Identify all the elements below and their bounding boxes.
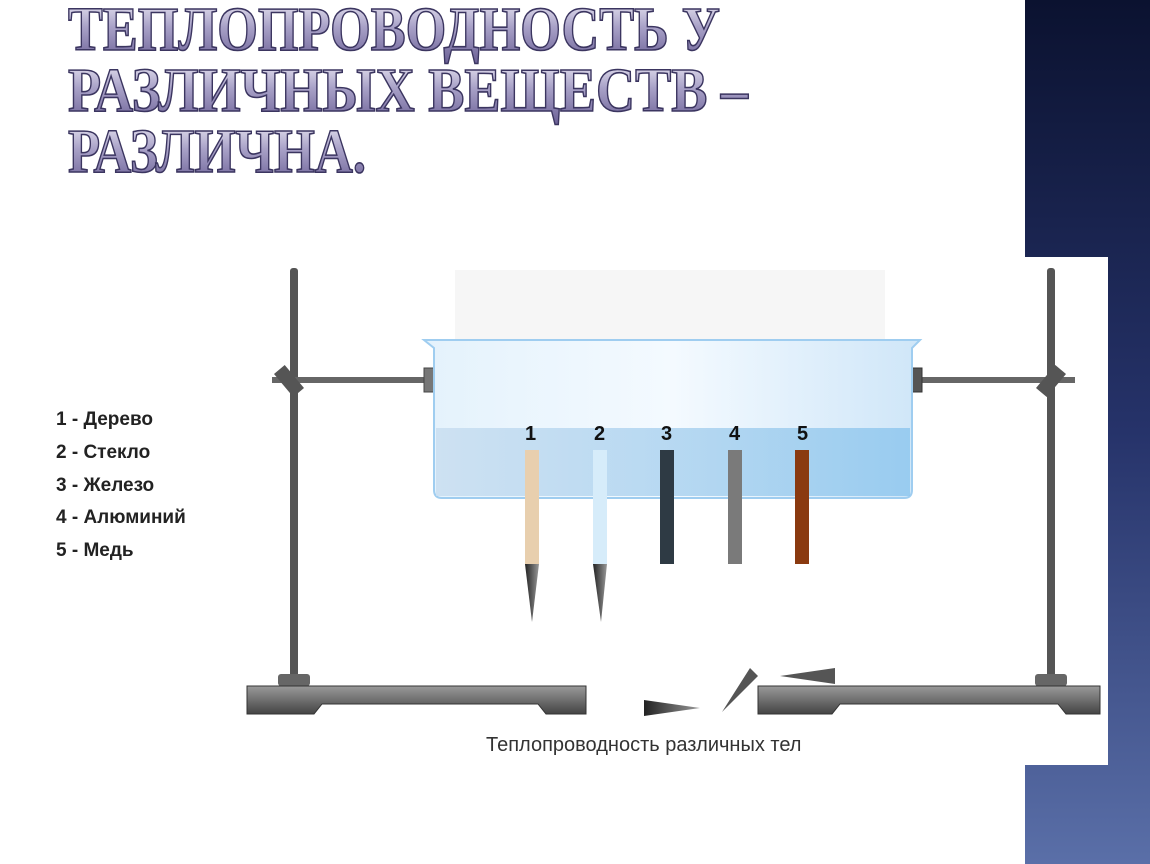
rods: 1 2 3 4 5	[525, 423, 809, 622]
legend-item: 3 - Железо	[56, 475, 154, 496]
title-line-2: РАЗЛИЧНЫХ ВЕЩЕСТВ –	[68, 57, 749, 125]
rod-label: 4	[729, 423, 741, 445]
rod-label: 5	[797, 423, 808, 445]
rod-label: 1	[525, 423, 536, 445]
pin	[525, 564, 539, 622]
rod-label: 2	[594, 423, 605, 445]
legend-item: 4 - Алюминий	[56, 507, 186, 528]
steam	[455, 270, 885, 340]
legend-item: 5 - Медь	[56, 540, 134, 561]
pin	[593, 564, 607, 622]
rod-2-glass: 2	[593, 423, 607, 622]
rod-1-wood: 1	[525, 423, 539, 622]
slide-title: ТЕПЛОПРОВОДНОСТЬ У РАЗЛИЧНЫХ ВЕЩЕСТВ – Р…	[67, 0, 749, 187]
figure-caption: Теплопроводность различных тел	[486, 734, 801, 756]
title-line-1: ТЕПЛОПРОВОДНОСТЬ У	[68, 0, 720, 64]
fallen-pins	[644, 668, 835, 716]
legend-item: 1 - Дерево	[56, 409, 153, 430]
rod-5-copper: 5	[795, 423, 809, 564]
material-legend: 1 - Дерево 2 - Стекло 3 - Железо 4 - Алю…	[56, 409, 186, 561]
rod-label: 3	[661, 423, 672, 445]
rod-4-aluminium: 4	[728, 423, 742, 564]
legend-item: 2 - Стекло	[56, 442, 150, 463]
title-line-3: РАЗЛИЧНА.	[68, 118, 366, 186]
rod-3-iron: 3	[660, 423, 674, 564]
